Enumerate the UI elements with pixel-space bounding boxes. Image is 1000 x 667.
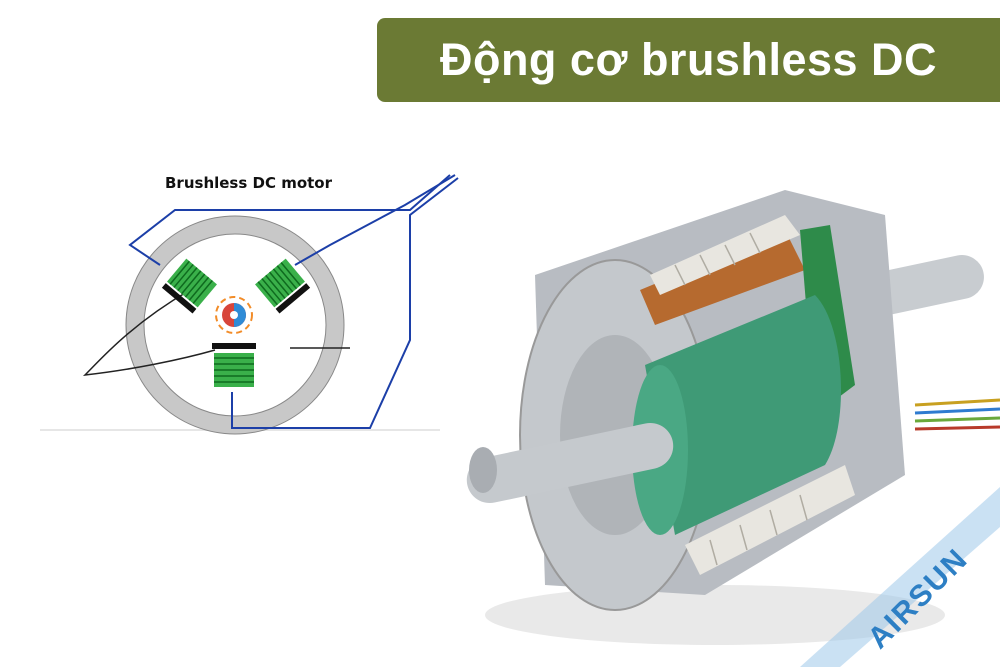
motor-cutaway-illustration — [466, 190, 1000, 645]
watermark: AIRSUN — [800, 487, 1000, 667]
page-title: Động cơ brushless DC — [439, 34, 938, 85]
bldc-schematic-diagram — [40, 174, 459, 435]
diagram-title: Brushless DC motor — [165, 174, 332, 192]
cable-wires — [914, 398, 1000, 431]
winding-top — [640, 230, 805, 325]
winding-bottom — [685, 465, 855, 575]
wire-b — [294, 174, 456, 266]
rotor — [215, 296, 253, 334]
wire-a — [128, 174, 451, 266]
watermark-stripe — [800, 487, 1000, 667]
rotor-magnet — [645, 295, 842, 535]
wire-black-1 — [82, 289, 216, 376]
coil-left — [161, 258, 217, 314]
stator-ring — [126, 216, 344, 434]
shaft-front — [466, 422, 674, 504]
coil-bottom — [212, 343, 256, 387]
coil-right — [255, 258, 311, 314]
wire-c — [231, 177, 459, 429]
title-banner: Động cơ brushless DC — [377, 18, 1000, 102]
